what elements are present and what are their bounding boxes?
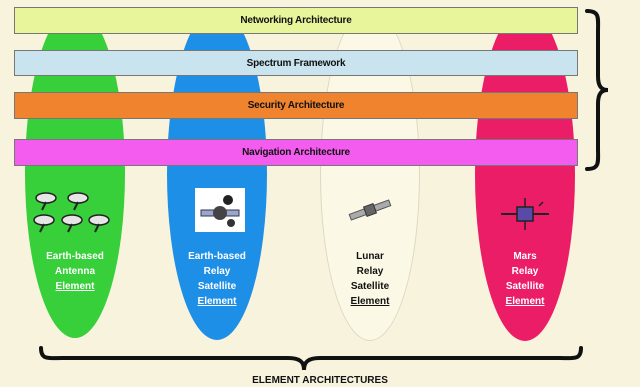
- label-line: Element: [505, 296, 545, 307]
- label-line: Satellite: [505, 281, 545, 292]
- navigation-architecture-label: Navigation Architecture: [242, 147, 350, 158]
- label-line: Mars: [513, 251, 537, 262]
- element-architectures-title: ELEMENT ARCHITECTURES: [252, 375, 388, 386]
- label-line: Element: [55, 281, 95, 292]
- label-line: Satellite: [350, 281, 390, 292]
- navigation-architecture-bar: Navigation Architecture: [14, 139, 578, 166]
- label-line: Satellite: [197, 281, 237, 292]
- label-line: Element: [197, 296, 237, 307]
- label-line: Antenna: [55, 266, 95, 277]
- label-line: Lunar: [356, 251, 384, 262]
- label-line: Relay: [356, 266, 384, 277]
- earth-antenna-element-label: Earth-based Antenna Element: [25, 249, 125, 294]
- label-line: Relay: [203, 266, 231, 277]
- right-brace: [585, 9, 609, 171]
- security-architecture-label: Security Architecture: [247, 100, 345, 111]
- lunar-relay-element-label: Lunar Relay Satellite Element: [320, 249, 420, 309]
- earth-relay-element-label: Earth-based Relay Satellite Element: [167, 249, 267, 309]
- label-line: Earth-based: [46, 251, 104, 262]
- label-line: Earth-based: [188, 251, 246, 262]
- spectrum-framework-bar: Spectrum Framework: [14, 50, 578, 76]
- relay-satellite-icon: [195, 188, 245, 232]
- networking-architecture-bar: Networking Architecture: [14, 7, 578, 34]
- lunar-satellite-icon: [348, 199, 392, 221]
- mars-satellite-icon: [501, 198, 549, 230]
- spectrum-framework-label: Spectrum Framework: [246, 57, 346, 69]
- networking-architecture-label: Networking Architecture: [240, 15, 352, 26]
- bottom-brace: [39, 346, 583, 371]
- label-line: Element: [350, 296, 390, 307]
- label-line: Relay: [511, 266, 539, 277]
- mars-relay-element-label: Mars Relay Satellite Element: [475, 249, 575, 309]
- antenna-array-icon: [33, 192, 110, 233]
- security-architecture-bar: Security Architecture: [14, 92, 578, 119]
